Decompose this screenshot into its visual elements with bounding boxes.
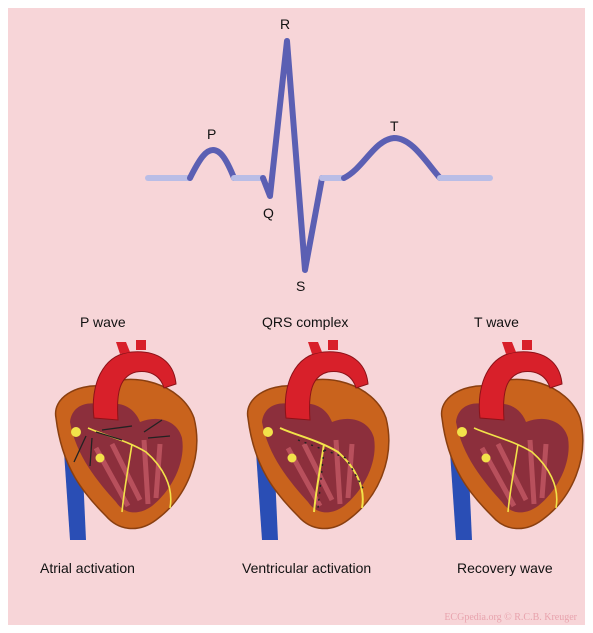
r-wave-label: R (280, 16, 290, 32)
s-wave-label: S (296, 278, 305, 294)
sinoatrial-node (71, 427, 81, 437)
ecg-waveform (8, 8, 585, 308)
t-wave-label: T (390, 118, 399, 134)
atrioventricular-node (482, 454, 491, 463)
heart-illustration-ventricular (228, 340, 398, 545)
diagram-panel: P Q R S T P wave QRS complex T wave (8, 8, 585, 625)
atrioventricular-node (96, 454, 105, 463)
sinoatrial-node (263, 427, 273, 437)
sinoatrial-node (457, 427, 467, 437)
panel-title-qrs-complex: QRS complex (262, 314, 348, 330)
panel-title-p-wave: P wave (80, 314, 126, 330)
qrs-complex (263, 41, 322, 270)
panel-title-t-wave: T wave (474, 314, 519, 330)
panel-caption-atrial-activation: Atrial activation (40, 560, 135, 576)
t-wave (344, 138, 440, 178)
heart-illustration-recovery (422, 340, 592, 545)
p-wave (190, 150, 234, 178)
copyright-credit: ECGpedia.org © R.C.B. Kreuger (444, 612, 577, 623)
heart-illustration-atrial (36, 340, 206, 545)
atrioventricular-node (288, 454, 297, 463)
p-wave-label: P (207, 126, 216, 142)
panel-caption-ventricular-activation: Ventricular activation (242, 560, 371, 576)
q-wave-label: Q (263, 205, 274, 221)
panel-caption-recovery-wave: Recovery wave (457, 560, 553, 576)
